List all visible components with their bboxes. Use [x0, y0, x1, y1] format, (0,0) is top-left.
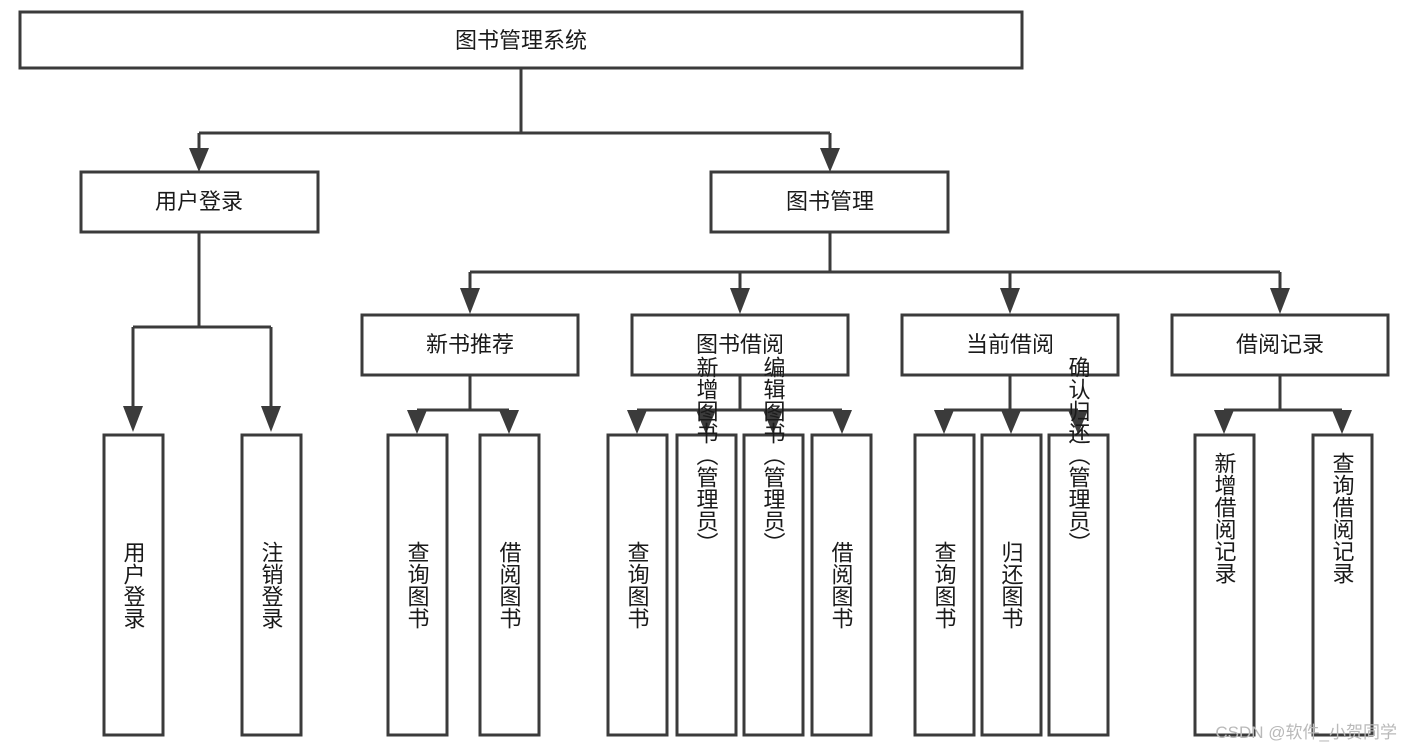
arrow-head-current-borrow	[1000, 288, 1020, 314]
node-root[interactable]: 图书管理系统	[18, 10, 1024, 70]
node-book-management-label: 图书管理	[786, 189, 874, 214]
node-leaf-confirm-return-box[interactable]	[1047, 433, 1110, 737]
node-book-management-box[interactable]	[709, 170, 950, 234]
node-user-login[interactable]: 用户登录	[79, 170, 320, 234]
arrow-head-book-borrow	[730, 288, 750, 314]
arrow-head-new-book-recommend	[460, 288, 480, 314]
node-new-book-recommend[interactable]: 新书推荐	[360, 313, 580, 377]
node-leaf-query-book-2-label: 查询图书	[625, 541, 650, 629]
node-borrow-record[interactable]: 借阅记录	[1170, 313, 1390, 377]
node-leaf-borrow-book-1-box[interactable]	[478, 433, 541, 737]
node-new-book-recommend-label: 新书推荐	[426, 332, 514, 357]
node-root-label: 图书管理系统	[455, 28, 587, 53]
node-leaf-edit-book[interactable]: 编辑图书（管理员）	[742, 356, 805, 737]
node-current-borrow[interactable]: 当前借阅	[900, 313, 1120, 377]
node-leaf-query-borrow-record[interactable]: 查询借阅记录	[1311, 433, 1374, 737]
node-leaf-add-book[interactable]: 新增图书（管理员）	[675, 356, 738, 737]
node-leaf-query-book-3-label: 查询图书	[932, 541, 957, 629]
node-user-login-box[interactable]	[79, 170, 320, 234]
arrow-head-leaf-borrow-book-2	[832, 410, 852, 434]
arrow-head-leaf-edit-book	[763, 410, 783, 434]
node-leaf-query-book-1-label: 查询图书	[405, 541, 430, 629]
node-leaf-query-borrow-record-box[interactable]	[1311, 433, 1374, 737]
node-leaf-logout-login-box[interactable]	[240, 433, 303, 737]
node-root-box[interactable]	[18, 10, 1024, 70]
node-leaf-add-book-box[interactable]	[675, 433, 738, 737]
node-leaf-return-book[interactable]: 归还图书	[980, 433, 1043, 737]
node-leaf-edit-book-box[interactable]	[742, 433, 805, 737]
arrow-head-leaf-query-borrow-record	[1332, 410, 1352, 434]
arrow-head-leaf-add-borrow-record	[1214, 410, 1234, 434]
node-borrow-record-box[interactable]	[1170, 313, 1390, 377]
node-book-management[interactable]: 图书管理	[709, 170, 950, 234]
node-leaf-query-book-1-box[interactable]	[386, 433, 449, 737]
node-leaf-add-borrow-record-box[interactable]	[1193, 433, 1256, 737]
node-leaf-add-borrow-record-label: 新增借阅记录	[1212, 452, 1237, 584]
connector-group	[123, 68, 1352, 434]
arrow-head-leaf-borrow-book-1	[499, 410, 519, 434]
node-leaf-borrow-book-1-label: 借阅图书	[497, 541, 522, 629]
arrow-head-leaf-return-book	[1001, 410, 1021, 434]
node-leaf-query-book-2[interactable]: 查询图书	[606, 433, 669, 737]
arrow-head-leaf-add-book	[696, 410, 716, 434]
node-leaf-confirm-return[interactable]: 确认归还（管理员）	[1047, 356, 1110, 737]
node-new-book-recommend-box[interactable]	[360, 313, 580, 377]
node-book-borrow[interactable]: 图书借阅	[630, 313, 850, 377]
arrow-head-leaf-logout-login	[261, 406, 281, 432]
arrow-head-leaf-query-book-3	[934, 410, 954, 434]
node-current-borrow-label: 当前借阅	[966, 332, 1054, 357]
arrow-head-user-login	[189, 148, 209, 172]
node-leaf-borrow-book-2-box[interactable]	[810, 433, 873, 737]
arrow-head-leaf-query-book-1	[407, 410, 427, 434]
node-leaf-user-login-box[interactable]	[102, 433, 165, 737]
node-leaf-borrow-book-2[interactable]: 借阅图书	[810, 433, 873, 737]
node-leaf-borrow-book-1[interactable]: 借阅图书	[478, 433, 541, 737]
node-leaf-return-book-label: 归还图书	[999, 541, 1024, 629]
node-leaf-query-borrow-record-label: 查询借阅记录	[1330, 452, 1355, 584]
arrow-head-leaf-user-login	[123, 406, 143, 432]
node-leaf-logout-login-label: 注销登录	[259, 541, 284, 629]
arrow-head-leaf-query-book-2	[627, 410, 647, 434]
node-leaf-query-book-3[interactable]: 查询图书	[913, 433, 976, 737]
node-current-borrow-box[interactable]	[900, 313, 1120, 377]
node-leaf-query-book-1[interactable]: 查询图书	[386, 433, 449, 737]
node-book-borrow-label: 图书借阅	[696, 332, 784, 357]
node-user-login-label: 用户登录	[155, 189, 243, 214]
node-leaf-add-borrow-record[interactable]: 新增借阅记录	[1193, 433, 1256, 737]
node-leaf-borrow-book-2-label: 借阅图书	[829, 541, 854, 629]
node-leaf-return-book-box[interactable]	[980, 433, 1043, 737]
node-leaf-user-login[interactable]: 用户登录	[102, 433, 165, 737]
arrow-head-book-management	[820, 148, 840, 172]
node-leaf-edit-book-label: 编辑图书（管理员）	[761, 356, 786, 554]
node-leaf-query-book-2-box[interactable]	[606, 433, 669, 737]
node-leaf-logout-login[interactable]: 注销登录	[240, 433, 303, 737]
node-borrow-record-label: 借阅记录	[1236, 332, 1324, 357]
node-book-borrow-box[interactable]	[630, 313, 850, 377]
node-leaf-add-book-label: 新增图书（管理员）	[694, 356, 719, 554]
arrow-head-borrow-record	[1270, 288, 1290, 314]
node-leaf-query-book-3-box[interactable]	[913, 433, 976, 737]
node-leaf-user-login-label: 用户登录	[121, 541, 146, 629]
node-leaf-confirm-return-label: 确认归还（管理员）	[1066, 356, 1091, 554]
arrow-head-leaf-confirm-return	[1068, 410, 1088, 434]
